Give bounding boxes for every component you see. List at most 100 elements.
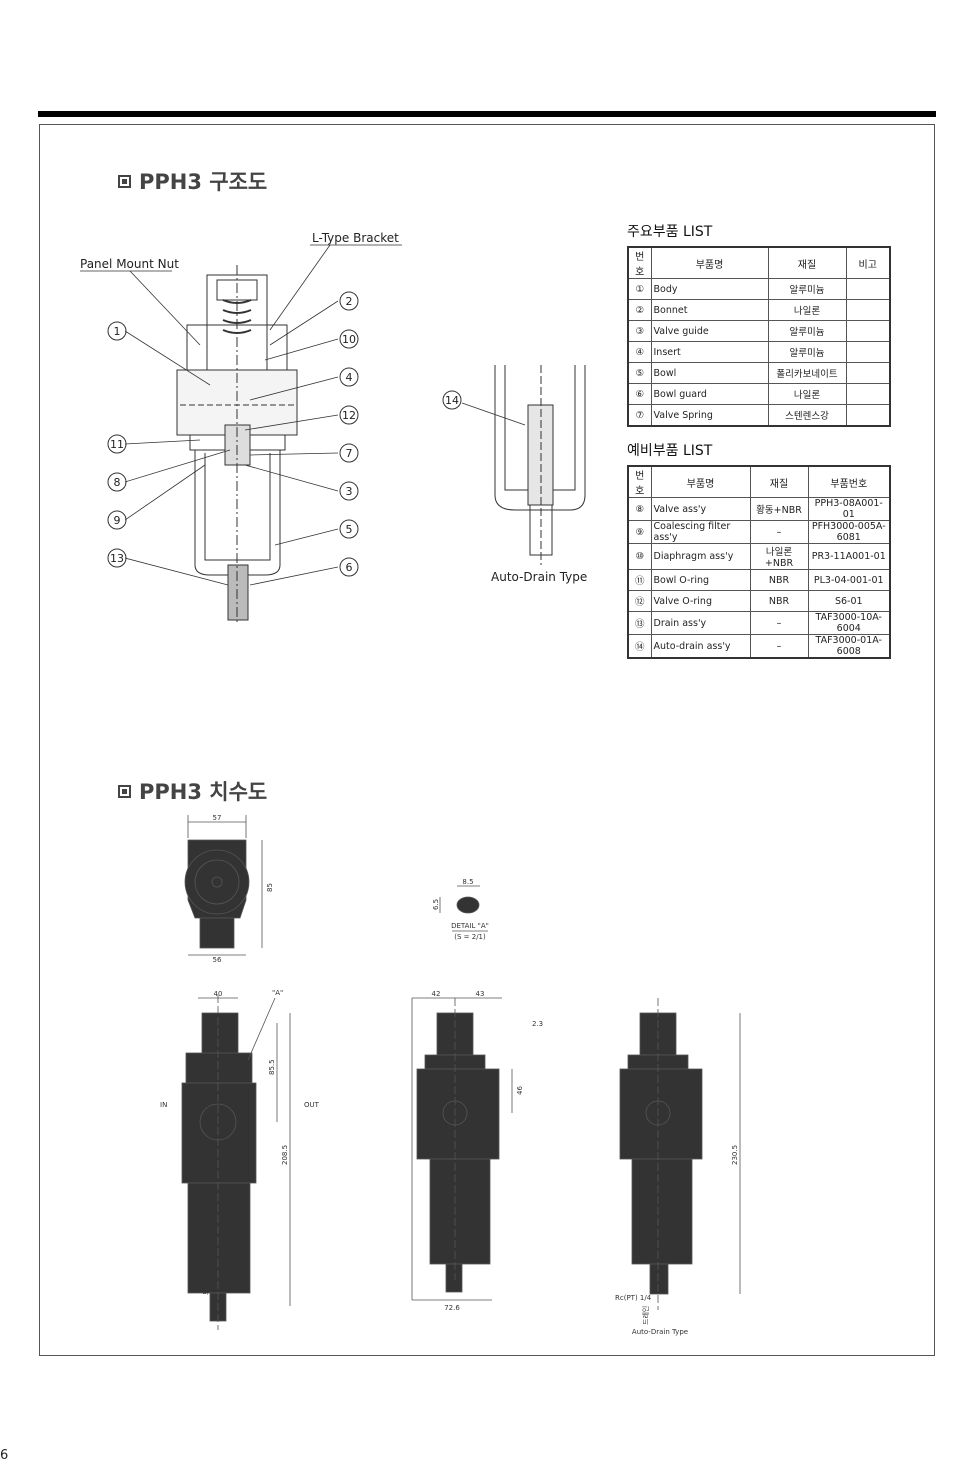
callout-9: 9: [114, 514, 121, 527]
cell-part-name: Coalescing filter ass'y: [650, 520, 751, 544]
cell-no: ⑨: [627, 520, 652, 544]
cell-part-name: Bonnet: [650, 299, 769, 321]
cell-no: ⑪: [627, 569, 652, 591]
header-material: 재질: [767, 246, 847, 279]
cell-part-name: Drain ass'y: [650, 611, 751, 635]
header-part-number: 부품번호: [807, 465, 891, 498]
cell-material: 알루미늄: [767, 278, 847, 300]
cell-material: 폴리카보네이트: [767, 362, 847, 384]
cell-no: ⑭: [627, 634, 652, 659]
callout-8: 8: [114, 476, 121, 489]
callout-14: 14: [445, 394, 459, 407]
cross-section-drawing: Panel Mount Nut L-Type Bracket 1 11 8 9 …: [80, 231, 587, 625]
main-parts-title: 주요부품 LIST: [627, 224, 713, 240]
structure-title-text: PPH3 구조도: [139, 170, 268, 194]
dim-8-5: 8.5: [462, 878, 473, 886]
cell-extra: [845, 320, 891, 342]
header-note: 비고: [845, 246, 891, 279]
dim-6-5: 6.5: [432, 899, 440, 910]
cell-part-name: Diaphragm ass'y: [650, 543, 751, 570]
dim-57: 57: [213, 814, 222, 822]
callouts-right: 2 10 4 12 7 3 5 6: [339, 291, 359, 577]
cell-material: –: [749, 611, 809, 635]
cell-material: 알루미늄: [767, 341, 847, 363]
header-part-name: 부품명: [650, 465, 751, 498]
cell-extra: PPH3-08A001-01: [807, 497, 891, 521]
cell-material: 알루미늄: [767, 320, 847, 342]
dim-208-5: 208.5: [281, 1145, 289, 1165]
table-header-row: 번호 부품명 재질 부품번호: [627, 465, 891, 498]
dimension-title-text: PPH3 치수도: [139, 780, 268, 804]
callout-3: 3: [346, 485, 353, 498]
dim-40: 40: [214, 990, 223, 998]
cell-part-name: Body: [650, 278, 769, 300]
callout-5: 5: [346, 523, 353, 536]
cell-no: ⑩: [627, 543, 652, 570]
header-no: 번호: [627, 246, 652, 279]
cell-no: ⑤: [627, 362, 652, 384]
square-bullet-icon: [118, 174, 131, 188]
cell-no: ①: [627, 278, 652, 300]
page-frame: [39, 124, 935, 1356]
cell-material: 나일론+NBR: [749, 543, 809, 570]
top-view: 57 56 85: [184, 814, 274, 964]
callout-13: 13: [110, 552, 124, 565]
cell-extra: PL3-04-001-01: [807, 569, 891, 591]
cell-material: NBR: [749, 590, 809, 612]
dim-46: 46: [516, 1086, 524, 1095]
cell-part-name: Insert: [650, 341, 769, 363]
cell-material: 나일론: [767, 299, 847, 321]
cell-extra: [845, 383, 891, 405]
top-rule: [38, 111, 936, 117]
dim-85-5: 85.5: [268, 1059, 276, 1075]
detail-label: DETAIL "A": [451, 922, 489, 930]
spare-parts-title: 예비부품 LIST: [627, 443, 713, 459]
header-material: 재질: [749, 465, 809, 498]
dim-43: 43: [476, 990, 485, 998]
auto-drain-view: 230.5 Rc(PT) 1/4 드레인 Auto-Drain Type: [615, 998, 741, 1336]
auto-drain-caption: Auto-Drain Type: [632, 1328, 688, 1336]
cell-extra: [845, 299, 891, 321]
cell-extra: PR3-11A001-01: [807, 543, 891, 570]
cell-extra: [845, 362, 891, 384]
cell-part-name: Valve O-ring: [650, 590, 751, 612]
cell-extra: [845, 341, 891, 363]
cell-extra: [845, 404, 891, 427]
dim-2-3: 2.3: [532, 1020, 543, 1028]
callouts-left: 1 11 8 9 13: [107, 321, 127, 568]
dimension-section-title: PPH3 치수도: [118, 776, 267, 806]
side-view: 42 43 2.3 46 72.6: [411, 990, 543, 1312]
table-header-row: 번호 부품명 재질 비고: [627, 246, 891, 279]
cell-extra: PFH3000-005A-6081: [807, 520, 891, 544]
out-label: OUT: [304, 1101, 320, 1109]
cell-part-name: Bowl guard: [650, 383, 769, 405]
callout-10: 10: [342, 333, 356, 346]
cell-no: ⑧: [627, 497, 652, 521]
callout-11: 11: [110, 438, 124, 451]
cell-part-name: Bowl: [650, 362, 769, 384]
auto-drain-type-caption: Auto-Drain Type: [491, 570, 587, 584]
callout-12: 12: [342, 409, 356, 422]
header-no: 번호: [627, 465, 652, 498]
cell-extra: TAF3000-01A-6008: [807, 634, 891, 659]
l-type-bracket-label: L-Type Bracket: [312, 231, 399, 245]
cell-extra: S6-01: [807, 590, 891, 612]
drain-label: 드레인: [641, 1306, 650, 1325]
dim-56: 56: [213, 956, 222, 964]
drain-label: 드레인: [201, 1276, 210, 1295]
square-bullet-icon: [118, 784, 131, 798]
cell-extra: TAF3000-10A-6004: [807, 611, 891, 635]
page-number: 6: [0, 1448, 9, 1463]
callout-7: 7: [346, 447, 353, 460]
front-view: 40 "A" 85.5 208.5 IN OUT 드레인: [160, 989, 320, 1330]
